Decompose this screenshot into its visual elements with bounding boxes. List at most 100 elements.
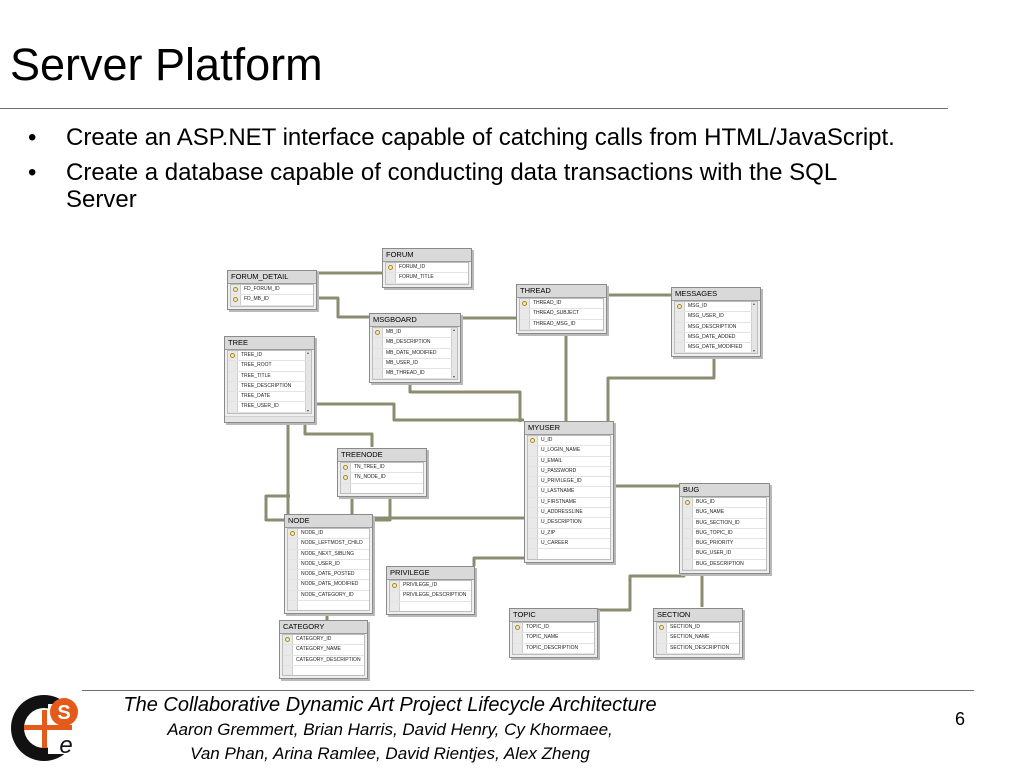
column-name: TOPIC_DESCRIPTION — [526, 644, 579, 651]
title-divider — [0, 108, 948, 109]
table-column-row: THREAD_SUBJECT — [520, 309, 603, 320]
table-column-row: TREE_TITLE — [228, 371, 311, 382]
table-column-row: TOPIC_ID — [513, 623, 594, 634]
column-name: BUG_DESCRIPTION — [696, 560, 744, 567]
db-table-node: NODE NODE_ID NODE_LEFTMOST_CHILD NODE_NE… — [284, 514, 373, 615]
bullet-item: •Create an ASP.NET interface capable of … — [28, 124, 908, 151]
relation-msgboard-myuser — [408, 378, 522, 422]
table-column-row: MSG_USER_ID — [675, 312, 757, 323]
primary-key-icon — [285, 637, 290, 642]
column-name: NODE_DATE_POSTED — [301, 571, 355, 578]
column-name: U_CAREER — [541, 539, 569, 546]
table-column-row: SECTION_DESCRIPTION — [657, 643, 739, 654]
table-column-row: NODE_NEXT_SIBLING — [288, 549, 369, 560]
vertical-scrollbar[interactable] — [751, 302, 757, 354]
column-name: MSG_USER_ID — [688, 313, 724, 320]
footer-divider — [82, 690, 974, 691]
table-column-row: NODE_DATE_MODIFIED — [288, 580, 369, 591]
column-name: PRIVILEGE_DESCRIPTION — [403, 592, 467, 599]
table-column-row: U_ZIP — [528, 528, 610, 539]
column-name: MB_USER_ID — [386, 359, 418, 366]
table-column-row: SECTION_NAME — [657, 633, 739, 644]
table-header: PRIVILEGE — [387, 567, 474, 580]
table-column-row: FD_MB_ID — [231, 295, 313, 306]
primary-key-icon — [375, 330, 380, 335]
cse-logo: S e — [11, 695, 78, 761]
column-name: U_ADDRESSLINE — [541, 509, 583, 516]
column-name: PRIVILEGE_ID — [403, 582, 438, 588]
primary-key-icon — [515, 625, 520, 630]
relation-tree-myuser — [312, 398, 524, 422]
column-name: TREE_USER_ID — [241, 403, 279, 410]
table-column-row: MSG_ID — [675, 302, 757, 313]
table-column-row: FORUM_ID — [386, 263, 468, 274]
table-column-row: BUG_PRIORITY — [683, 539, 766, 550]
vertical-scrollbar[interactable] — [305, 351, 311, 413]
table-column-row: MSG_DATE_MODIFIED — [675, 343, 757, 354]
table-column-row: NODE_CATEGORY_ID — [288, 590, 369, 602]
db-table-bug: BUG BUG_ID BUG_NAME BUG_SECTION_ID BUG_T… — [679, 483, 770, 575]
column-name: BUG_USER_ID — [696, 550, 732, 557]
column-name: BUG_TOPIC_ID — [696, 529, 733, 536]
table-header: SECTION — [654, 609, 742, 622]
column-name: CATEGORY_DESCRIPTION — [296, 656, 361, 663]
table-column-row: TN_NODE_ID — [341, 473, 423, 484]
column-name: SECTION_DESCRIPTION — [670, 644, 730, 651]
table-column-row: U_ID — [528, 436, 610, 447]
relation-privilege-myuser — [472, 556, 524, 566]
table-column-row: TREE_USER_ID — [228, 402, 311, 413]
table-column-row: PRIVILEGE_DESCRIPTION — [390, 591, 471, 602]
db-table-tree: TREE TREE_ID TREE_ROOT TREE_TITLE TREE_D… — [224, 336, 315, 423]
column-name: THREAD_ID — [533, 300, 562, 306]
logo-bar-vertical — [42, 710, 47, 748]
column-name: U_ZIP — [541, 529, 556, 536]
vertical-scrollbar[interactable] — [451, 328, 457, 380]
logo-orange-dot — [50, 698, 78, 726]
column-name: U_ID — [541, 437, 553, 443]
logo-letter-e: e — [59, 732, 72, 759]
horizontal-scrollbar[interactable] — [225, 415, 314, 422]
table-empty-row — [528, 549, 610, 559]
bullet-item: •Create a database capable of conducting… — [28, 159, 908, 213]
db-table-myuser: MYUSER U_ID U_LOGIN_NAME U_EMAIL U_PASSW… — [524, 421, 614, 563]
table-column-row: BUG_DESCRIPTION — [683, 559, 766, 571]
primary-key-icon — [233, 287, 238, 292]
column-name: CATEGORY_ID — [296, 636, 332, 642]
column-name: NODE_LEFTMOST_CHILD — [301, 540, 363, 547]
column-name: NODE_CATEGORY_ID — [301, 591, 354, 598]
table-column-row: NODE_DATE_POSTED — [288, 570, 369, 581]
table-column-row: MB_THREAD_ID — [373, 369, 457, 380]
bullet-marker: • — [28, 159, 37, 186]
column-name: BUG_NAME — [696, 509, 725, 516]
table-column-row: U_PRIVILEGE_ID — [528, 477, 610, 488]
primary-key-icon — [230, 353, 235, 358]
primary-key-icon — [522, 301, 527, 306]
column-name: BUG_SECTION_ID — [696, 519, 740, 526]
table-column-row: NODE_ID — [288, 529, 369, 540]
table-column-row: MB_ID — [373, 328, 457, 339]
column-name: TREE_DESCRIPTION — [241, 382, 292, 389]
table-column-row: U_CAREER — [528, 538, 610, 550]
column-name: TREE_DATE — [241, 393, 271, 400]
relation-tree-treenode — [303, 410, 374, 447]
column-name: MSG_DATE_MODIFIED — [688, 344, 743, 351]
table-header: TREENODE — [338, 449, 426, 462]
db-table-privilege: PRIVILEGE PRIVILEGE_ID PRIVILEGE_DESCRIP… — [386, 566, 475, 615]
column-name: THREAD_SUBJECT — [533, 310, 580, 317]
table-empty-row — [341, 483, 423, 493]
primary-key-icon — [530, 438, 535, 443]
table-column-row: BUG_ID — [683, 498, 766, 509]
table-empty-row — [283, 665, 364, 676]
primary-key-icon — [343, 475, 348, 481]
table-header: CATEGORY — [280, 621, 367, 634]
table-column-row: CATEGORY_NAME — [283, 645, 364, 656]
footer-title: The Collaborative Dynamic Art Project Li… — [123, 694, 657, 716]
column-name: TN_TREE_ID — [354, 464, 385, 470]
column-name: U_LASTNAME — [541, 488, 575, 495]
column-name: FD_MB_ID — [244, 296, 269, 303]
db-table-messages: MESSAGES MSG_ID MSG_USER_ID MSG_DESCRIPT… — [671, 287, 761, 358]
table-column-row: U_LASTNAME — [528, 487, 610, 498]
db-table-section: SECTION SECTION_ID SECTION_NAME SECTION_… — [653, 608, 743, 658]
logo-bar-horizontal — [24, 725, 72, 730]
table-column-row: TREE_ID — [228, 351, 311, 362]
